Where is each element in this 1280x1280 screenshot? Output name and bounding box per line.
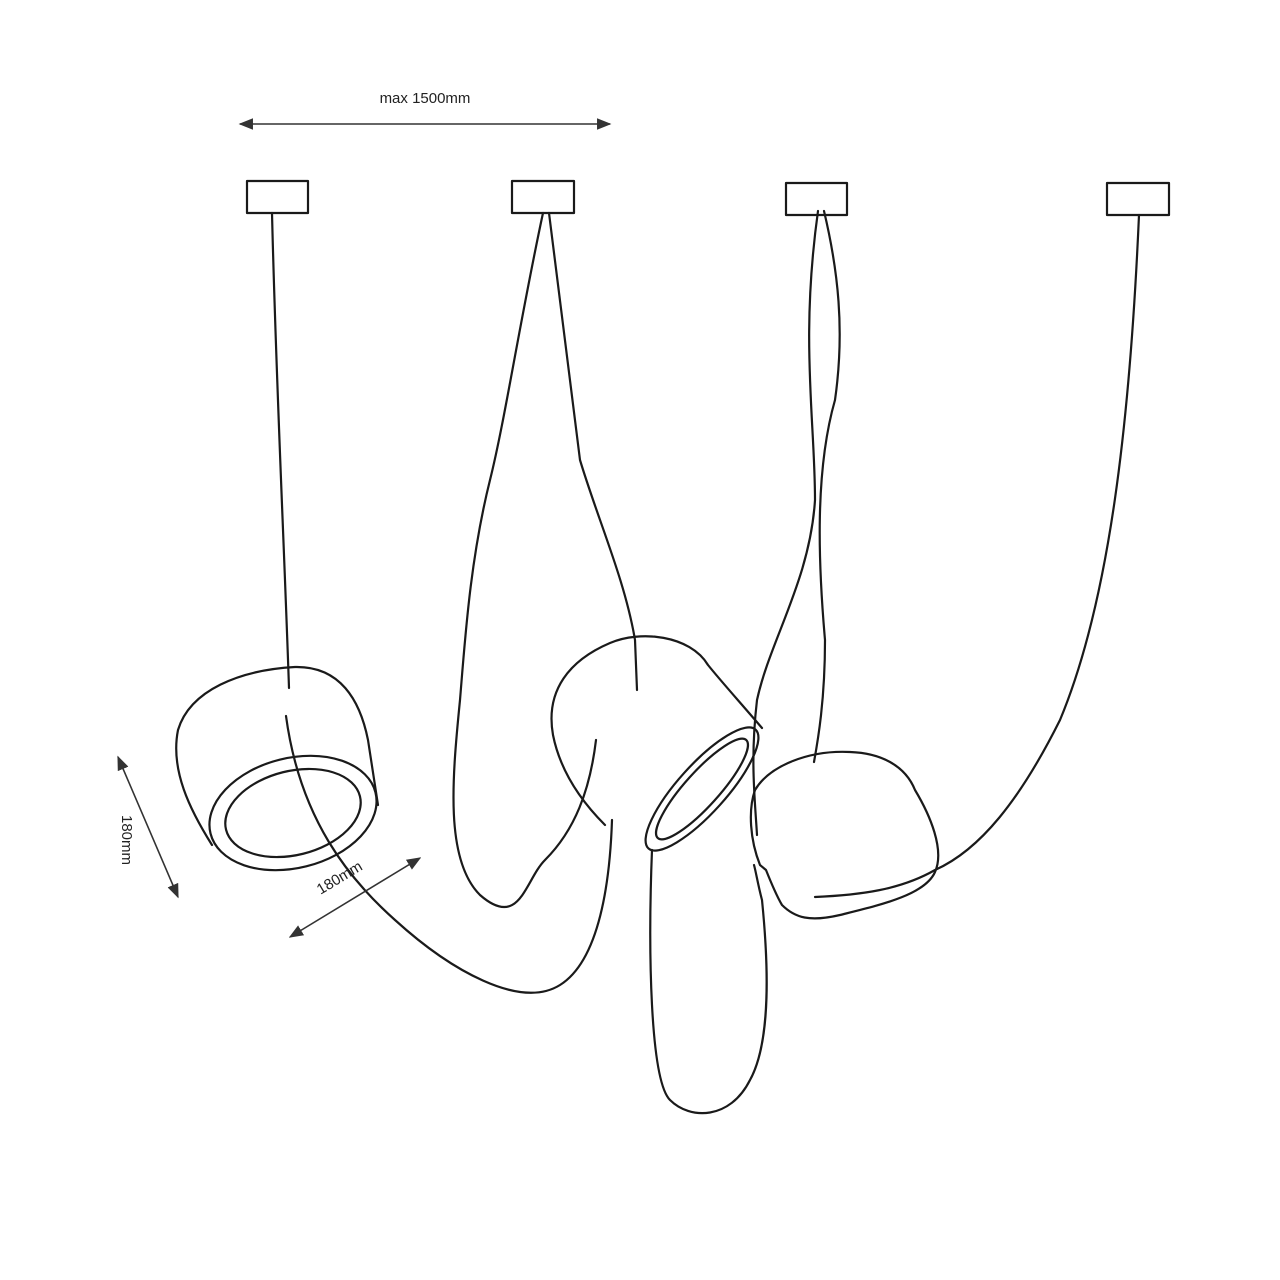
max-span-label: max 1500mm [380,90,471,107]
cable-3-left [752,209,820,837]
cable-1 [270,211,291,690]
ceiling-canopy-2 [510,179,576,215]
cable-4 [813,213,1141,899]
cable-2-left [452,211,598,909]
height-label: 180mm [118,815,135,865]
lamp-3-body [749,750,940,920]
ceiling-canopy-4 [1105,181,1171,217]
diameter-arrow [288,857,422,938]
diameter-label: 180mm [314,858,366,898]
cable-3-right [812,209,841,764]
lamp-2-body [550,635,764,827]
cable-3-drop [649,848,768,1115]
cable-2-right [547,211,639,692]
lamp-1-rim-inner [224,767,362,859]
height-arrow [117,755,179,899]
cable-1-loop [284,714,614,994]
ceiling-canopy-3 [784,181,849,217]
lamp-2-rim-outer [644,726,760,852]
lamp-2-rim-inner [654,737,750,841]
lamp-1-body [175,665,380,847]
ceiling-canopy-1 [245,179,310,215]
